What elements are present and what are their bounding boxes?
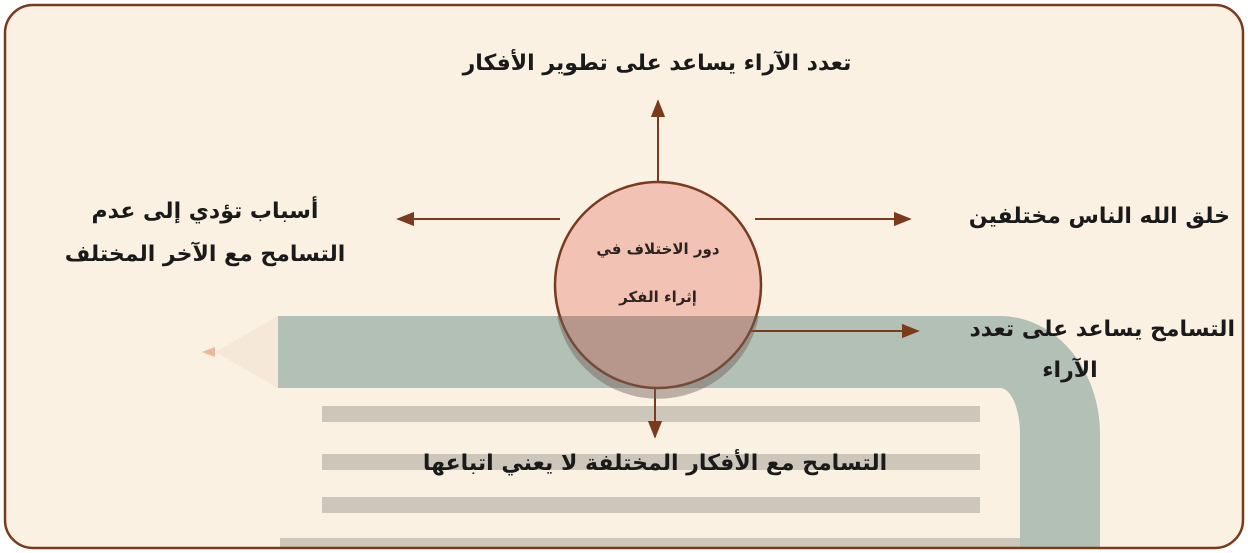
- label-bottom: التسامح مع الأفكار المختلفة لا يعني اتبا…: [422, 451, 888, 476]
- stripe-4: [280, 538, 1020, 548]
- center-circle-overlay: [557, 316, 759, 399]
- center-title-line2: إثراء الفكر: [619, 288, 697, 306]
- pencil-tip: [215, 316, 278, 388]
- stripe-3: [322, 497, 980, 513]
- frame-border: [3, 3, 1245, 550]
- center-circle: [553, 180, 763, 390]
- label-lower-right-line1: التسامح يساعد على تعدد: [969, 317, 1235, 342]
- label-lower-right-line2: الآراء: [1042, 358, 1098, 383]
- label-right: خلق الله الناس مختلفين: [968, 204, 1230, 229]
- stripe-2: [322, 454, 980, 470]
- stripe-1: [322, 406, 980, 422]
- label-left-line1: أسباب تؤدي إلى عدم: [91, 199, 319, 224]
- label-left-line2: التسامح مع الآخر المختلف: [64, 242, 346, 267]
- label-top: تعدد الآراء يساعد على تطوير الأفكار: [462, 51, 852, 76]
- center-title-line1: دور الاختلاف في: [596, 240, 720, 258]
- pencil-lead: [202, 347, 215, 357]
- pencil-shape: [278, 316, 1100, 548]
